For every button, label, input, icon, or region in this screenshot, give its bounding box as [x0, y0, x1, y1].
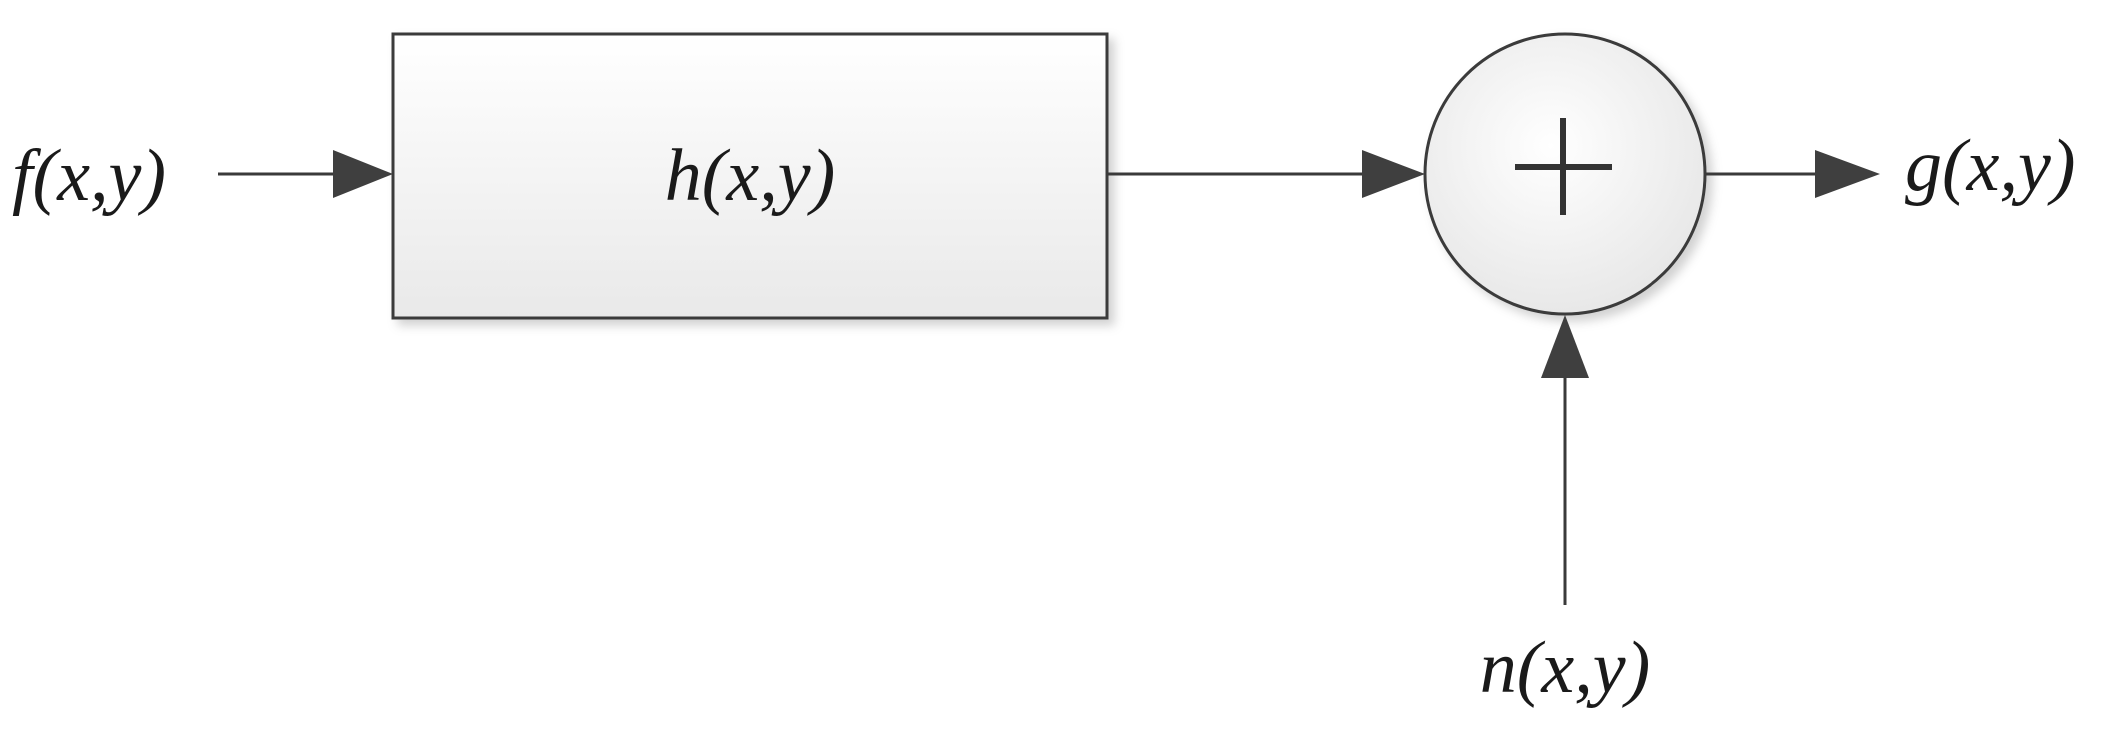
output-label: g(x,y): [1905, 125, 2075, 207]
input-arrow: [218, 150, 393, 198]
system-output-arrow: [1107, 150, 1425, 198]
system-box: [391, 32, 1109, 320]
system-label: h(x,y): [665, 135, 835, 217]
noise-label: n(x,y): [1480, 627, 1650, 709]
noise-arrow: [1541, 315, 1589, 605]
input-label: f(x,y): [12, 135, 166, 217]
summing-junction: [1423, 32, 1707, 316]
system-block: h(x,y): [391, 32, 1109, 320]
output-arrow: [1705, 150, 1880, 198]
plus-icon: [1515, 118, 1612, 215]
